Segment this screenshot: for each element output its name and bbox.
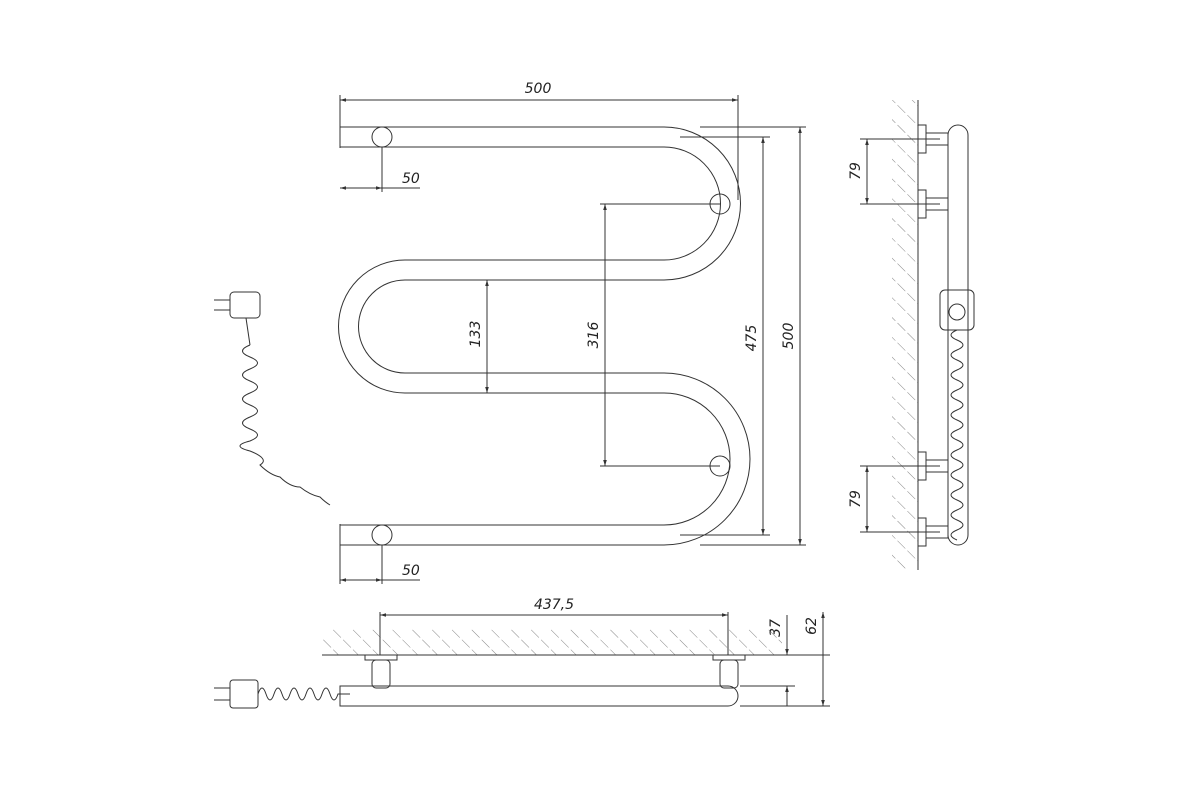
front-view: 500 50 50 133 316 475 500 [214,81,806,584]
coiled-cord [257,687,350,701]
dim-total-height: 500 [781,323,797,350]
coiled-cord [950,329,964,541]
heater-switch-icon [939,289,975,331]
dim-offset-top: 50 [402,171,420,187]
top-view: 437,5 37 62 [214,597,830,709]
dim-tube-height: 475 [744,325,760,352]
rail-tube-side [947,124,969,546]
coiled-cord [239,344,331,506]
side-view: 79 79 [848,100,975,570]
plug-icon [214,291,261,346]
rail-tube [338,126,751,546]
dim-inner-gap: 133 [468,321,484,348]
dim-depth-total: 62 [804,617,820,635]
dim-depth-mount: 37 [768,619,784,637]
dim-side-bottom: 79 [848,490,864,508]
dim-mount-distance: 437,5 [534,597,574,613]
dim-side-top: 79 [848,162,864,180]
dim-width: 500 [525,81,552,97]
rail-tube-top [339,685,739,707]
dim-offset-bottom: 50 [402,563,420,579]
plug-icon [214,679,259,709]
dim-mount-spacing: 316 [586,322,602,349]
